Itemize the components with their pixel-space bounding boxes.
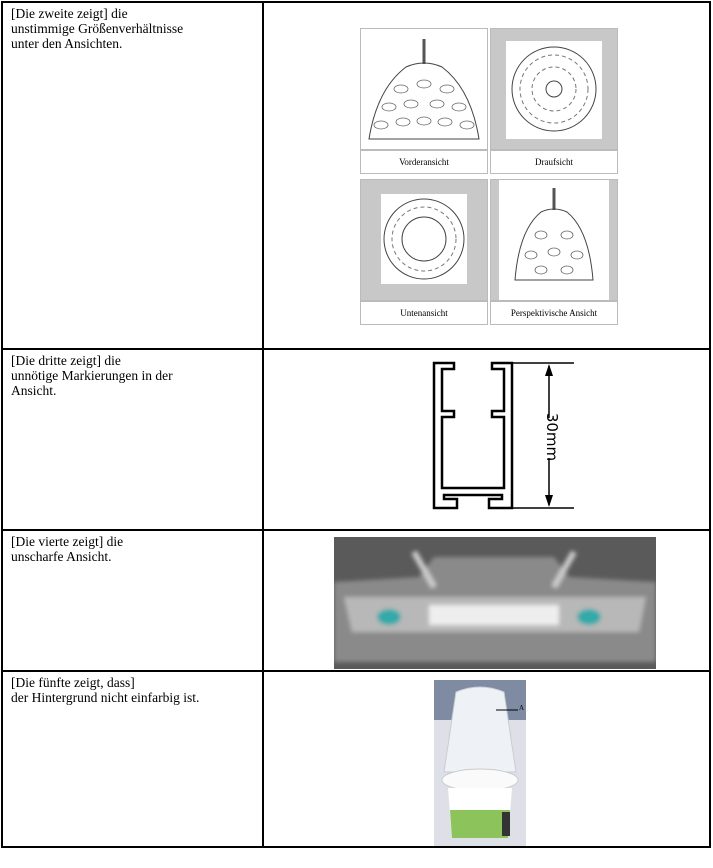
marker-label: A [519, 704, 525, 712]
table-row: [Die fünfte zeigt, dass] der Hintergrund… [1, 670, 711, 848]
caption-perspective-view: Perspektivische Ansicht [490, 301, 618, 325]
description-cell: [Die vierte zeigt] die unscharfe Ansicht… [1, 529, 264, 672]
description-text: unstimmige Größenverhältnisse [11, 21, 184, 36]
comparison-table: [Die zweite zeigt] die unstimmige Größen… [1, 1, 711, 848]
description-text: unscharfe Ansicht. [11, 549, 112, 564]
description-text: [Die dritte zeigt] die [11, 353, 121, 368]
front-view-image [360, 28, 488, 150]
caption-top-view: Draufsicht [490, 150, 618, 174]
description-text: unter den Ansichten. [11, 36, 123, 51]
description-text: [Die fünfte zeigt, dass] [11, 675, 135, 690]
description-cell: [Die dritte zeigt] die unnötige Markieru… [1, 348, 264, 531]
table-row: [Die zweite zeigt] die unstimmige Größen… [1, 1, 711, 350]
caption-bottom-view: Untenansicht [360, 301, 488, 325]
image-cell: A [262, 670, 711, 848]
caption-front-view: Vorderansicht [360, 150, 488, 174]
perspective-view-image [490, 179, 618, 301]
description-cell: [Die zweite zeigt] die unstimmige Größen… [1, 1, 264, 350]
description-text: [Die vierte zeigt] die [11, 534, 124, 549]
description-text: Ansicht. [11, 383, 57, 398]
description-text: der Hintergrund nicht einfarbig ist. [11, 690, 200, 705]
image-cell: 30mm [262, 348, 711, 531]
image-cell: Vorderansicht Draufsicht Untenansicht Pe… [262, 1, 711, 350]
table-row: [Die dritte zeigt] die unnötige Markieru… [1, 348, 711, 531]
cup-photo [434, 680, 526, 846]
table-row: [Die vierte zeigt] die unscharfe Ansicht… [1, 529, 711, 672]
blurry-bumper-image [334, 537, 656, 669]
description-cell: [Die fünfte zeigt, dass] der Hintergrund… [1, 670, 264, 848]
profile-drawing [432, 361, 574, 510]
description-text: [Die zweite zeigt] die [11, 6, 128, 21]
description-text: unnötige Markierungen in der [11, 368, 173, 383]
bottom-view-image [360, 179, 488, 301]
top-view-image [490, 28, 618, 150]
dimension-label: 30mm [543, 412, 562, 462]
image-cell [262, 529, 711, 672]
